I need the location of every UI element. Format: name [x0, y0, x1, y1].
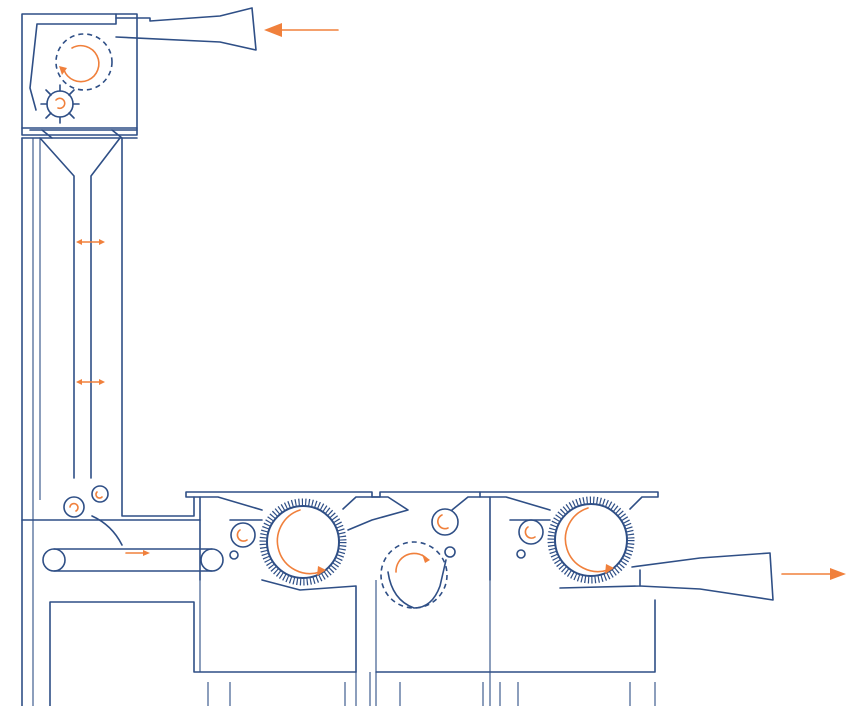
carding-cylinder-1: [259, 498, 347, 586]
carding-cylinder-2: [547, 496, 635, 584]
opening-roller: [55, 33, 113, 91]
base-frame: [21, 519, 656, 706]
conveyor-belt: [42, 548, 224, 572]
doffer-roller: [380, 541, 448, 609]
carding-unit-2: [479, 491, 659, 589]
transfer-roller: [431, 508, 459, 536]
reserve-trunk: [21, 137, 195, 706]
transfer-section: [347, 491, 481, 609]
pressure-arrow-upper: [76, 239, 105, 245]
feed-box: [21, 13, 138, 136]
delivery-chute: [631, 552, 774, 601]
output-arrow: [781, 568, 846, 580]
hopper-outlet: [21, 129, 138, 479]
feed-rollers: [63, 485, 123, 546]
carding-unit-1: [185, 491, 381, 673]
pressure-arrow-lower: [76, 379, 105, 385]
beater-wheel: [40, 84, 80, 124]
feed-chute: [115, 7, 257, 51]
input-arrow: [264, 23, 339, 37]
